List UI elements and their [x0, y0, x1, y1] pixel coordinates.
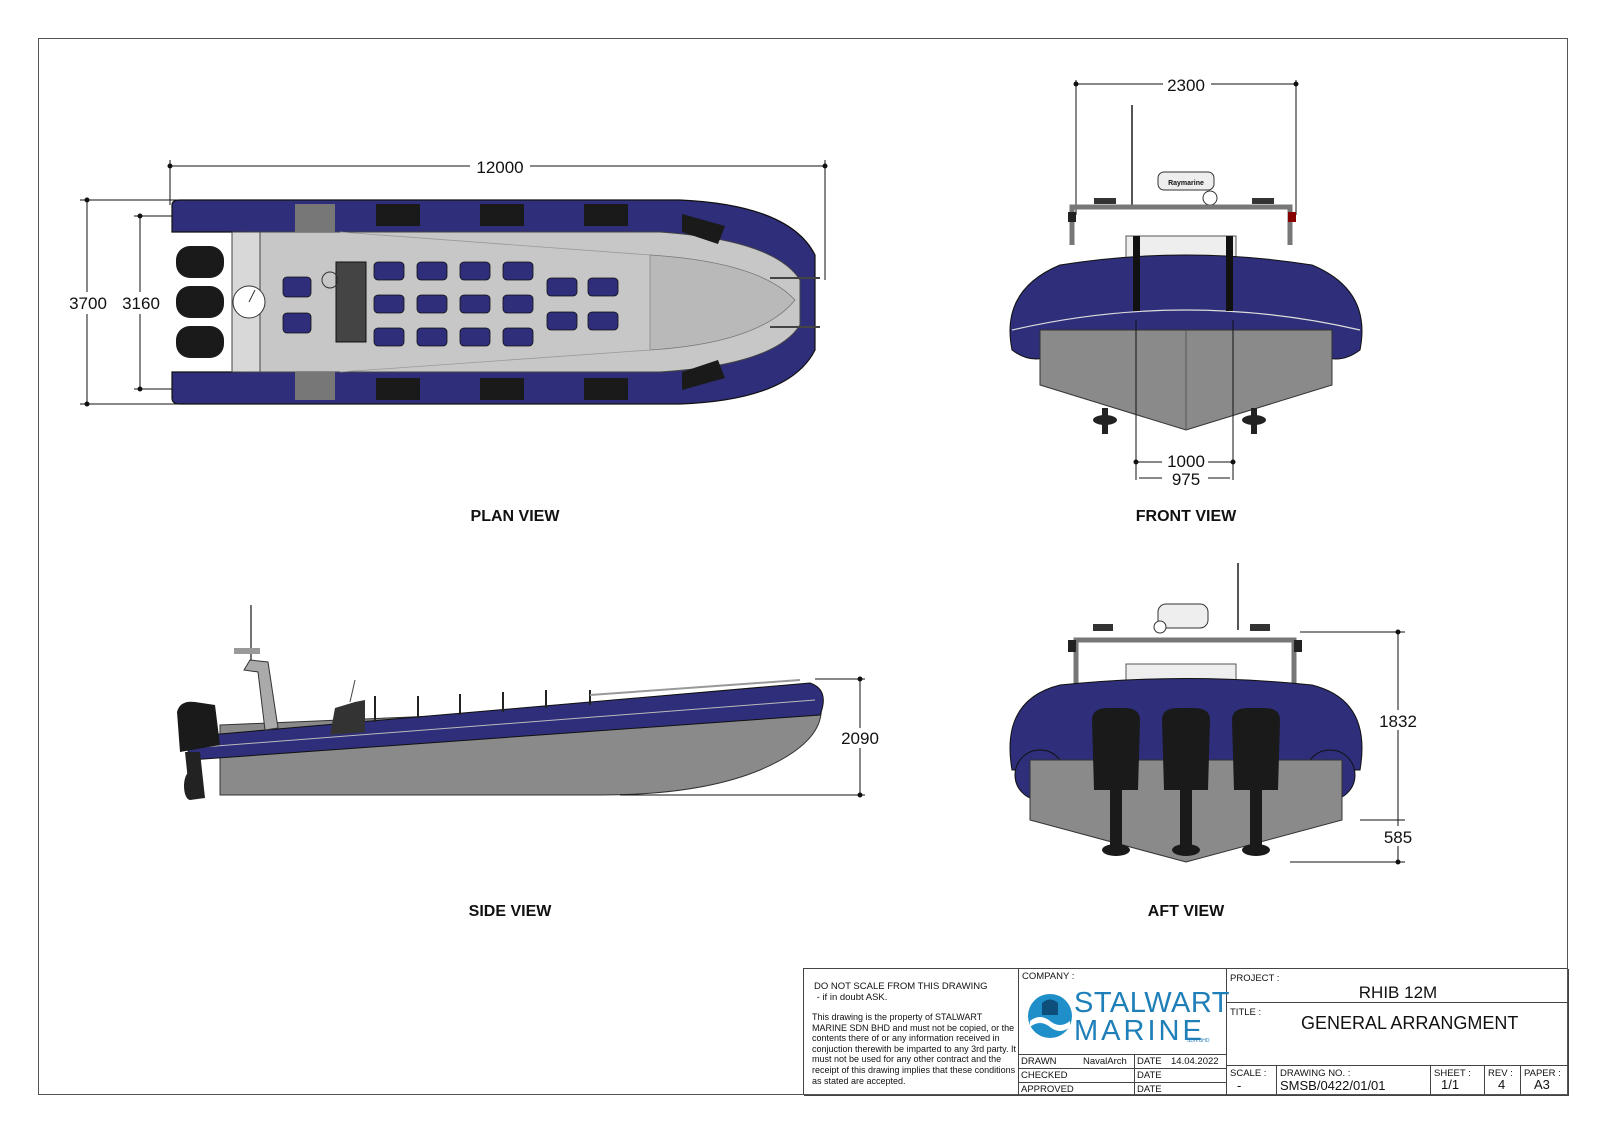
- radar-brand-text: Raymarine: [1168, 180, 1204, 187]
- scale-value: -: [1237, 1078, 1242, 1093]
- checked-date-label: DATE: [1137, 1070, 1162, 1081]
- stalwart-logo-icon: [1028, 994, 1072, 1038]
- drawing-no: SMSB/0422/01/01: [1280, 1078, 1386, 1093]
- drawn-date: 14.04.2022: [1171, 1056, 1219, 1067]
- drawing-no-cell: DRAWING NO. : SMSB/0422/01/01: [1277, 1066, 1431, 1096]
- drawn-cell: DRAWN NavalArch: [1019, 1055, 1135, 1069]
- front-keel-1-label: 1000: [1167, 452, 1205, 471]
- aft-outboard-engines: [1092, 708, 1280, 856]
- side-rail-posts: [374, 690, 591, 722]
- front-keel-2-label: 975: [1172, 470, 1200, 489]
- plan-fenders: [376, 204, 725, 400]
- project-label: PROJECT :: [1230, 973, 1280, 984]
- title-label: TITLE :: [1230, 1007, 1262, 1018]
- logo-marine: MARINE: [1074, 1015, 1205, 1047]
- project-cell: PROJECT : RHIB 12M: [1227, 969, 1569, 1003]
- plan-length-label: 12000: [476, 158, 523, 177]
- plan-beam-inner-label: 3160: [122, 294, 160, 313]
- plan-seats: [282, 261, 619, 347]
- front-radar: [1157, 171, 1215, 191]
- checked-cell: CHECKED: [1019, 1069, 1135, 1083]
- logo-stalwart: STALWART: [1074, 987, 1230, 1019]
- paper-label: PAPER :: [1524, 1068, 1561, 1079]
- drawn-date-label: DATE: [1137, 1056, 1162, 1067]
- company-cell: COMPANY : STALWART MARINE SDN BHD: [1019, 969, 1230, 1055]
- approved-label: APPROVED: [1021, 1084, 1074, 1095]
- sheet-cell: SHEET : 1/1: [1431, 1066, 1485, 1096]
- title-cell: TITLE : GENERAL ARRANGMENT: [1227, 1003, 1569, 1066]
- sheet-label: SHEET :: [1434, 1068, 1471, 1079]
- title-block: DO NOT SCALE FROM THIS DRAWING - if in d…: [803, 968, 1569, 1096]
- drawn-by: NavalArch: [1083, 1056, 1127, 1067]
- plan-beam-overall-label: 3700: [69, 294, 107, 313]
- scale-cell: SCALE : -: [1227, 1066, 1277, 1096]
- property-notice: This drawing is the property of STALWART…: [812, 1012, 1016, 1086]
- paper-value: A3: [1534, 1077, 1550, 1092]
- sheet-value: 1/1: [1441, 1077, 1460, 1092]
- company-label: COMPANY :: [1022, 971, 1075, 982]
- front-beam-label: 2300: [1167, 76, 1205, 95]
- paper-cell: PAPER : A3: [1521, 1066, 1569, 1096]
- side-outboard-engine: [177, 701, 220, 752]
- plan-console: [335, 261, 367, 343]
- plan-view: 12000 3700 3160: [66, 155, 828, 525]
- do-not-scale-text: DO NOT SCALE FROM THIS DRAWING: [814, 981, 988, 992]
- drawing-no-label: DRAWING NO. :: [1280, 1068, 1351, 1079]
- side-tube: [184, 682, 824, 761]
- aft-view: 1832 585 AFT VIEW: [1009, 563, 1422, 920]
- front-view-title: FRONT VIEW: [1136, 508, 1237, 525]
- drawing-title: GENERAL ARRANGMENT: [1301, 1013, 1519, 1033]
- approved-date-label: DATE: [1137, 1084, 1162, 1095]
- project-name: RHIB 12M: [1358, 983, 1438, 1002]
- notice-cell: DO NOT SCALE FROM THIS DRAWING - if in d…: [804, 969, 1019, 1096]
- aft-draft-label: 585: [1384, 828, 1412, 847]
- drawn-date-cell: DATE 14.04.2022: [1135, 1055, 1227, 1069]
- approved-cell: APPROVED: [1019, 1083, 1135, 1096]
- aft-view-title: AFT VIEW: [1148, 903, 1225, 920]
- plan-outboard-engines: [176, 246, 224, 358]
- front-view: 2300 Raymarine 1000: [1009, 74, 1363, 525]
- aft-height-label: 1832: [1379, 712, 1417, 731]
- checked-date-cell: DATE: [1135, 1069, 1227, 1083]
- rev-cell: REV : 4: [1485, 1066, 1521, 1096]
- checked-label: CHECKED: [1021, 1070, 1068, 1081]
- drawn-label: DRAWN: [1021, 1056, 1057, 1067]
- side-view-title: SIDE VIEW: [469, 903, 553, 920]
- front-propellers: [1093, 408, 1266, 434]
- rev-value: 4: [1498, 1077, 1506, 1092]
- scale-label: SCALE :: [1230, 1068, 1267, 1079]
- side-height-label: 2090: [841, 729, 879, 748]
- side-view: 2090 SIDE VIEW: [177, 605, 882, 920]
- plan-view-title: PLAN VIEW: [471, 508, 561, 525]
- logo-sdn-bhd: SDN BHD: [1187, 1038, 1210, 1044]
- if-in-doubt-text: - if in doubt ASK.: [814, 992, 888, 1003]
- approved-date-cell: DATE: [1135, 1083, 1227, 1096]
- rev-label: REV :: [1488, 1068, 1513, 1079]
